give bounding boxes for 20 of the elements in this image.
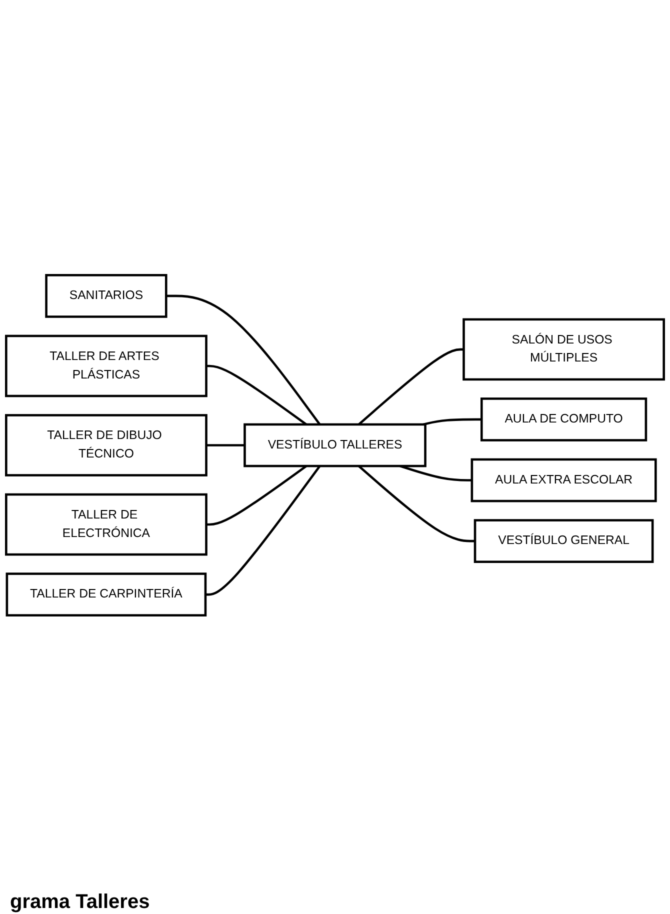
node-box: SANITARIOS	[45, 274, 168, 318]
connector	[206, 465, 307, 526]
connector	[358, 465, 476, 542]
node-box: VESTÍBULO TALLERES	[244, 424, 426, 468]
caption: grama Talleres	[9, 890, 151, 914]
node-box: TALLER DE ELECTRÓNICA	[5, 494, 208, 556]
node-box: AULA EXTRA ESCOLAR	[470, 458, 657, 502]
node-box: TALLER DE ARTES PLÁSTICAS	[5, 335, 208, 398]
node-box: SALÓN DE USOS MÚLTIPLES	[462, 318, 665, 381]
connector	[206, 365, 307, 426]
connector	[205, 466, 321, 596]
connector	[166, 295, 321, 426]
connector	[358, 348, 464, 426]
node-box: TALLER DE CARPINTERÍA	[6, 572, 207, 617]
node-box: TALLER DE DIBUJO TÉCNICO	[5, 414, 208, 477]
connector	[400, 465, 472, 482]
node-box: VESTÍBULO GENERAL	[474, 519, 654, 564]
node-box: AULA DE COMPUTO	[480, 398, 648, 442]
connector	[206, 444, 245, 447]
connector	[423, 418, 482, 426]
